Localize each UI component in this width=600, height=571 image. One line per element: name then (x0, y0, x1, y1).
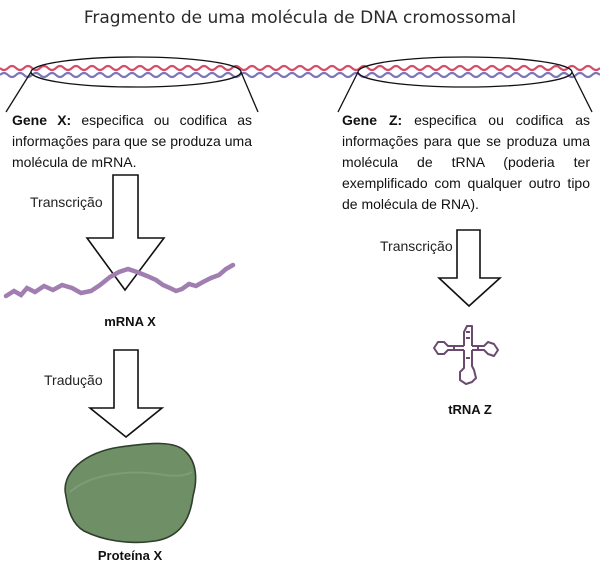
diagram-title: Fragmento de uma molécula de DNA cromoss… (83, 8, 517, 28)
mrna-x-label: mRNA X (104, 314, 156, 329)
translation-label-x: Tradução (44, 372, 103, 388)
gene-x-text: especifica ou codifica as informações pa… (12, 112, 253, 170)
gene-z-description: Gene Z: especifica ou codifica as inform… (342, 110, 590, 215)
gene-z-highlight (337, 56, 593, 113)
transcription-arrow-x (85, 174, 166, 292)
gene-x-name: Gene X: (12, 112, 72, 128)
dna-double-helix (0, 64, 600, 79)
trna-z-label: tRNA Z (448, 402, 492, 417)
transcription-label-z: Transcrição (380, 238, 453, 254)
protein-molecule (64, 442, 197, 544)
transcription-arrow-z (436, 229, 503, 308)
mrna-molecule (3, 262, 236, 299)
gene-x-description: Gene X: especifica ou codifica as inform… (12, 110, 252, 173)
protein-x-label: Proteína X (97, 548, 163, 563)
transcription-label-x: Transcrição (30, 194, 103, 210)
gene-z-name: Gene Z: (342, 112, 403, 128)
gene-x-highlight (5, 56, 259, 113)
trna-molecule (433, 325, 499, 385)
gene-z-text: especifica ou codifica as informações pa… (342, 112, 590, 212)
translation-arrow-x (87, 349, 165, 439)
